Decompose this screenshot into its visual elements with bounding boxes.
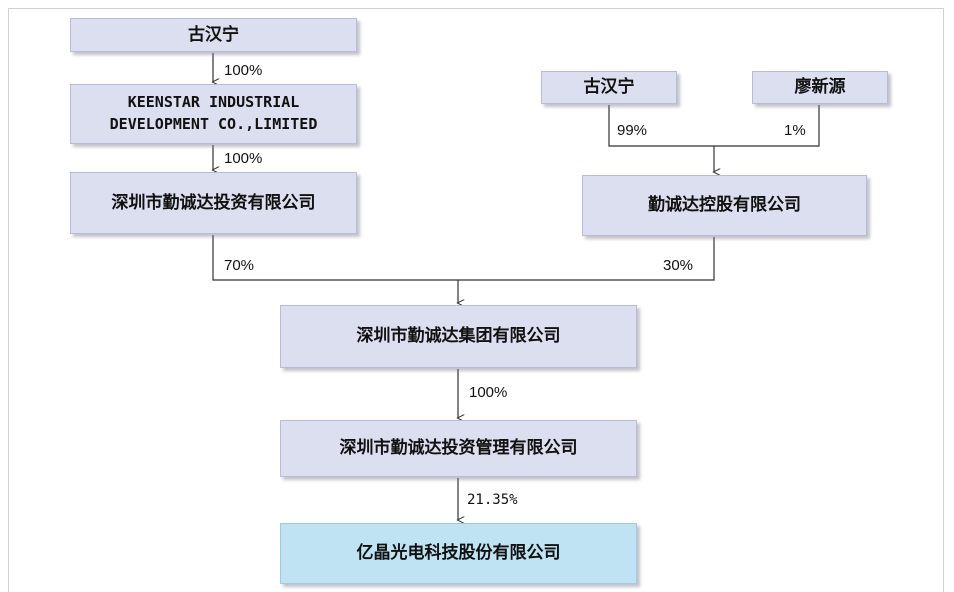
node-sz-invest: 深圳市勤诚达投资有限公司: [70, 172, 357, 234]
label-group-mgmt: 100%: [469, 384, 508, 401]
label-keenstar-szinvest: 100%: [224, 150, 263, 167]
node-liao-xinyuan: 廖新源: [752, 71, 888, 104]
label-gu-holding: 99%: [617, 122, 648, 139]
label-szinvest-group: 70%: [224, 257, 255, 274]
label-holding-group: 30%: [663, 257, 694, 274]
node-gu-hanning-right: 古汉宁: [541, 71, 677, 104]
node-target-company: 亿晶光电科技股份有限公司: [280, 523, 637, 584]
label-mgmt-target: 21.35%: [467, 492, 518, 508]
label-gu-keenstar: 100%: [224, 62, 263, 79]
node-gu-hanning-top: 古汉宁: [70, 18, 357, 52]
node-group: 深圳市勤诚达集团有限公司: [280, 305, 637, 368]
node-holding: 勤诚达控股有限公司: [582, 175, 867, 236]
page-frame: [8, 8, 944, 592]
label-liao-holding: 1%: [784, 122, 806, 139]
node-invest-mgmt: 深圳市勤诚达投资管理有限公司: [280, 420, 637, 477]
node-keenstar: KEENSTAR INDUSTRIAL DEVELOPMENT CO.,LIMI…: [70, 84, 357, 144]
edge-parents-group: [212, 235, 715, 281]
